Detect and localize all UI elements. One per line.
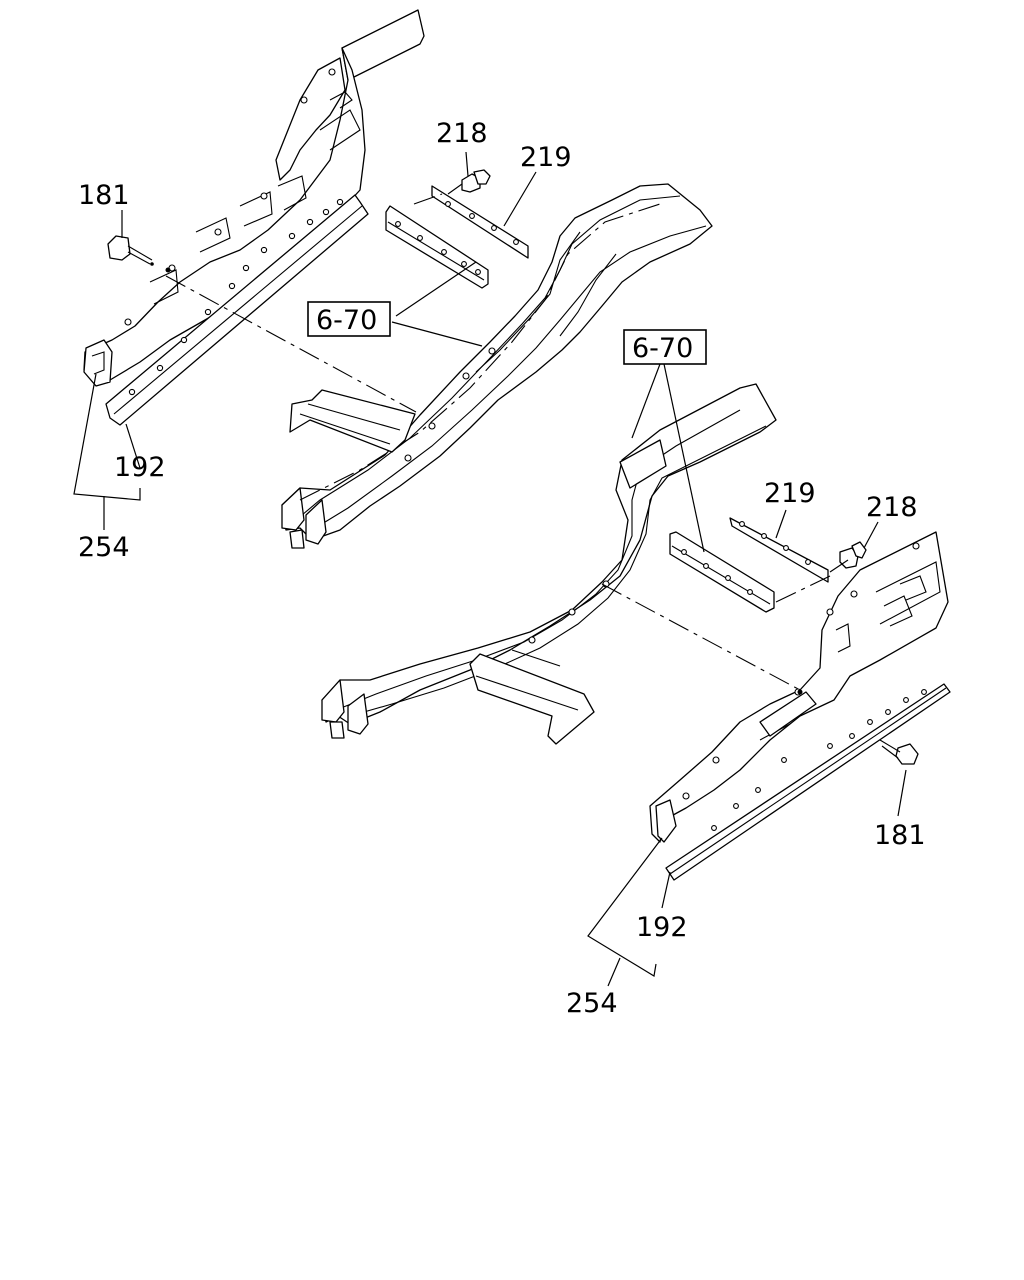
- leader-upper-192: [125, 423, 141, 469]
- lower-frame-rail: [321, 383, 777, 739]
- leader-lower-ref-to-rail: [631, 363, 661, 439]
- lower-plate-6-70: [669, 531, 775, 613]
- upper-mount-bracket-assembly: [83, 9, 425, 387]
- leader-upper-ref-to-rail: [391, 321, 483, 347]
- callout-lower-218: 218: [866, 492, 918, 523]
- callout-upper-219: 219: [520, 142, 572, 173]
- leader-upper-219: [503, 171, 537, 227]
- callout-upper-ref-6-70[interactable]: 6-70: [316, 305, 377, 336]
- upper-bolt-181: [107, 235, 154, 266]
- callout-upper-218: 218: [436, 118, 488, 149]
- leader-upper-218: [465, 151, 469, 177]
- ref-box-upper: [307, 301, 391, 337]
- callout-upper-192: 192: [114, 452, 166, 483]
- bracket-lower-254: [587, 837, 663, 977]
- upper-stiffener-192: [105, 194, 369, 426]
- callout-lower-219: 219: [764, 478, 816, 509]
- callout-lower-ref-6-70[interactable]: 6-70: [632, 333, 693, 364]
- leader-upper-ref-to-plate: [395, 261, 477, 317]
- upper-reinforcement-219: [431, 185, 529, 259]
- leader-lower-192: [661, 871, 671, 909]
- callout-lower-254: 254: [566, 988, 618, 1019]
- upper-plate-alignment-line: [413, 193, 443, 205]
- upper-assembly-line: [165, 275, 417, 413]
- lower-crossmember: [469, 649, 595, 745]
- leader-lower-254: [607, 957, 621, 987]
- callout-lower-181: 181: [874, 820, 926, 851]
- bracket-upper-254: [73, 373, 141, 501]
- leader-lower-ref-to-plate: [663, 363, 705, 553]
- callout-upper-181: 181: [78, 180, 130, 211]
- lower-bolt-218: [829, 541, 867, 573]
- lower-stiffener-192: [665, 683, 951, 881]
- upper-plate-6-70: [385, 205, 489, 289]
- leader-lower-219: [775, 509, 787, 539]
- lower-plate-alignment-line: [775, 575, 831, 603]
- ref-box-lower: [623, 329, 707, 365]
- lower-mount-bracket-assembly: [649, 531, 949, 843]
- leader-lower-181: [897, 769, 907, 817]
- leader-lower-218: [863, 521, 879, 549]
- lower-bolt-181: [879, 739, 919, 765]
- callout-upper-254: 254: [78, 532, 130, 563]
- upper-crossmember: [289, 389, 416, 453]
- callout-lower-192: 192: [636, 912, 688, 943]
- upper-bolt-218: [447, 169, 491, 195]
- lower-reinforcement-219: [729, 517, 829, 583]
